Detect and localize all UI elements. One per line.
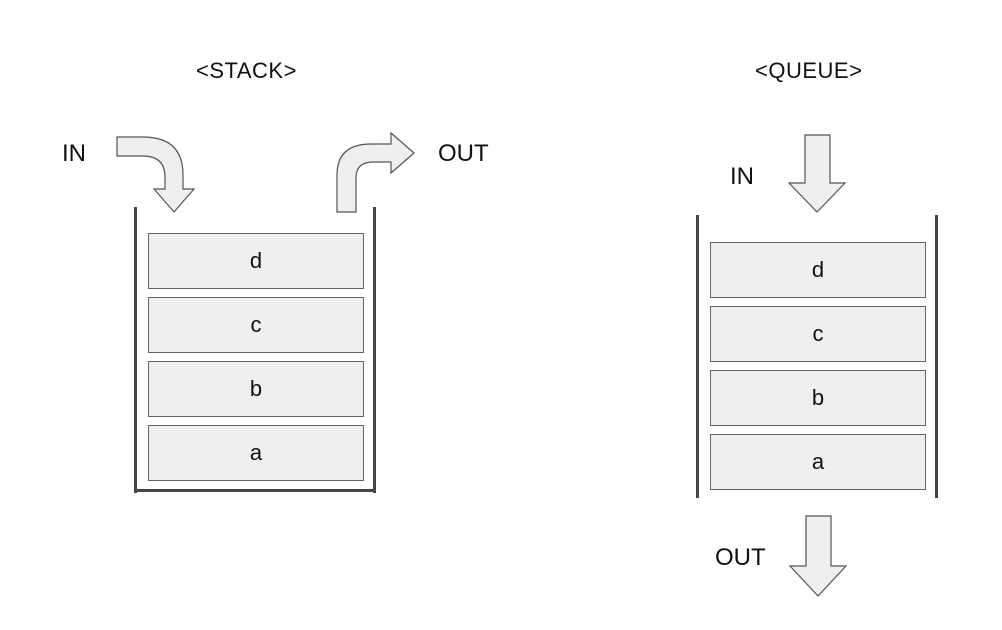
queue-right-wall bbox=[935, 215, 938, 498]
stack-title: <STACK> bbox=[196, 58, 297, 83]
queue-item-c: c bbox=[710, 306, 926, 362]
queue-item-b: b bbox=[710, 370, 926, 426]
queue-out-label: OUT bbox=[715, 544, 766, 571]
queue-title: <QUEUE> bbox=[755, 58, 863, 83]
stack-item-d: d bbox=[148, 233, 364, 289]
queue-in-label: IN bbox=[730, 163, 754, 190]
queue-item-a: a bbox=[710, 434, 926, 490]
queue-item-d: d bbox=[710, 242, 926, 298]
stack-left-wall bbox=[134, 207, 137, 493]
queue-left-wall bbox=[696, 215, 699, 498]
stack-item-c: c bbox=[148, 297, 364, 353]
stack-out-label: OUT bbox=[438, 140, 489, 167]
stack-bottom-wall bbox=[134, 489, 376, 492]
stack-right-wall bbox=[373, 207, 376, 493]
stack-item-a: a bbox=[148, 425, 364, 481]
stack-in-label: IN bbox=[62, 140, 86, 167]
stack-item-b: b bbox=[148, 361, 364, 417]
